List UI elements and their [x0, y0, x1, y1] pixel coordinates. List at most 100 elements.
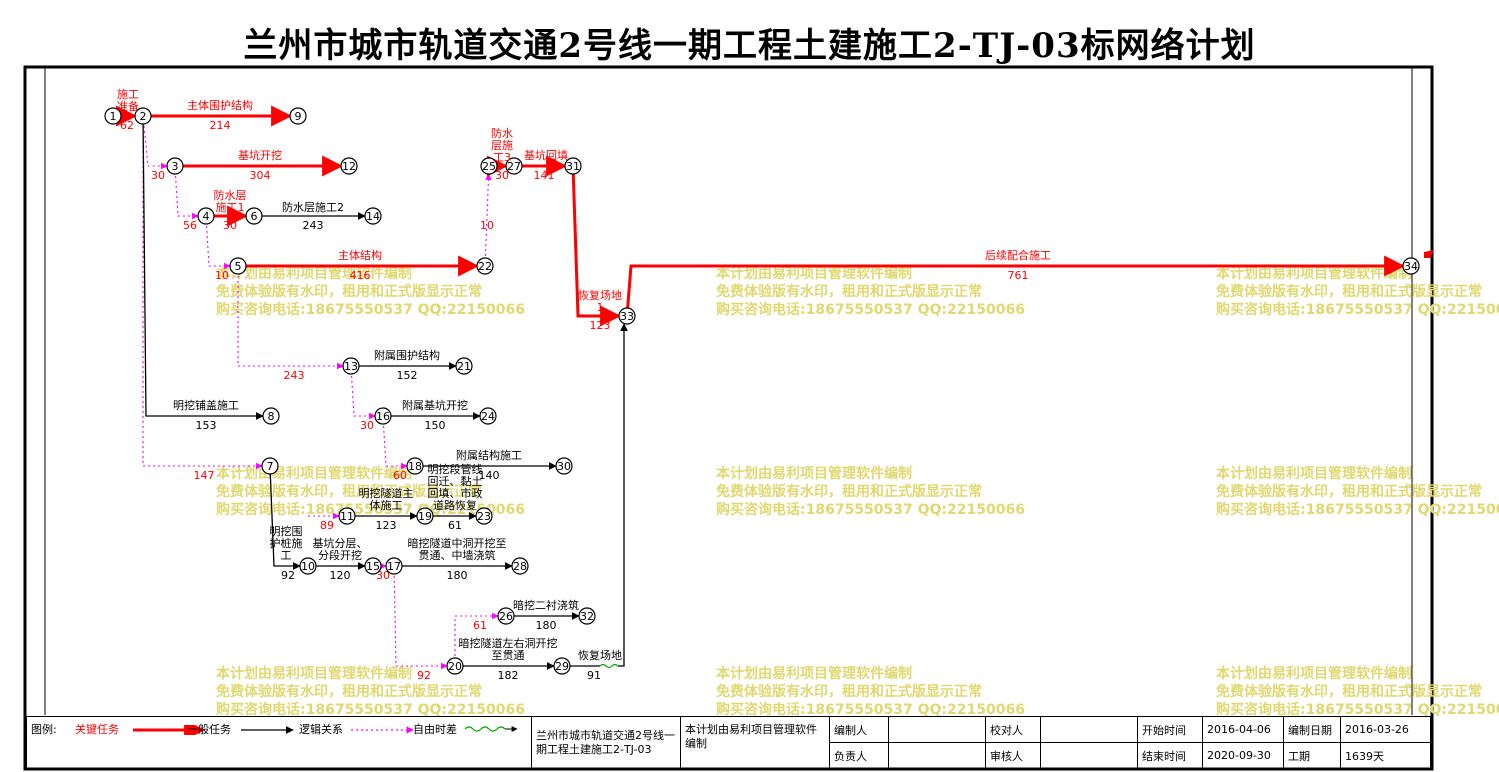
node-number: 14: [366, 210, 380, 223]
start-value: 2016-04-06: [1202, 716, 1284, 743]
watermark-text: 免费体验版有水印，租用和正式版显示正常: [1216, 483, 1482, 500]
node-12: 12: [340, 157, 358, 175]
outer-frame: [23, 65, 1434, 771]
task-duration: 150: [425, 419, 446, 432]
node-number: 13: [344, 360, 358, 373]
task-name: 附属结构施工: [456, 448, 522, 462]
task-duration: 761: [1008, 269, 1029, 282]
watermark-text: 本计划由易利项目管理软件编制: [716, 665, 912, 682]
task-duration: 243: [303, 219, 324, 232]
start-label: 开始时间: [1137, 716, 1203, 743]
lag-label: 56: [183, 219, 197, 232]
reviewer-value: [1040, 742, 1138, 769]
watermark-text: 免费体验版有水印，租用和正式版显示正常: [1216, 283, 1482, 300]
responsible-label: 负责人: [829, 742, 889, 769]
node-number: 19: [418, 510, 432, 523]
node-number: 10: [301, 560, 315, 573]
task-duration: 416: [350, 269, 371, 282]
node-22: 22: [476, 257, 494, 275]
legend-free-float-wave: [464, 726, 518, 732]
task-arrow: [142, 115, 264, 420]
legend-normal-arrow: [241, 726, 294, 734]
task-name: 基坑开挖: [238, 148, 282, 162]
logic-link: [393, 565, 448, 670]
lag-label: 243: [284, 369, 305, 382]
lag-label: 89: [320, 519, 334, 532]
node-number: 1: [110, 110, 117, 123]
node-6: 6: [245, 207, 263, 225]
watermark-text: 免费体验版有水印，租用和正式版显示正常: [1216, 683, 1482, 700]
task-name: 基坑回填: [524, 148, 568, 162]
node-number: 17: [387, 560, 401, 573]
free-float-wave: [599, 663, 619, 669]
node-7: 7: [261, 457, 279, 475]
node-3: 3: [166, 157, 184, 175]
watermark-layer: 本计划由易利项目管理软件编制免费体验版有水印，租用和正式版显示正常购买咨询电话:…: [216, 265, 1499, 718]
task-labels: 施工准备62主体围护结构214基坑开挖304防水层施工130防水层施工2243主…: [117, 88, 1051, 682]
watermark-text: 本计划由易利项目管理软件编制: [1216, 665, 1412, 682]
node-17: 17: [385, 557, 403, 575]
legend-logic-arrow: [351, 726, 414, 734]
task-duration: 153: [196, 419, 217, 432]
logic-link: [142, 116, 263, 470]
watermark-text: 本计划由易利项目管理软件编制: [716, 465, 912, 482]
watermark-text: 购买咨询电话:18675550537 QQ:22150066: [216, 301, 525, 318]
node-number: 31: [566, 160, 580, 173]
watermark-text: 购买咨询电话:18675550537 QQ:22150066: [716, 701, 1025, 718]
lag-label: 30: [151, 169, 165, 182]
task-duration: 62: [120, 119, 134, 132]
task-name: 施工准备: [117, 88, 139, 113]
legend-normal-label: 一般任务: [187, 723, 231, 736]
node-number: 2: [140, 110, 147, 123]
reviewer-label: 审核人: [985, 742, 1041, 769]
watermark-text: 购买咨询电话:18675550537 QQ:22150066: [216, 501, 525, 518]
legend-cell: 图例: 关键任务 一般任务 逻辑关系 自由时差: [26, 716, 532, 769]
node-10: 10: [299, 557, 317, 575]
logic-link: [205, 215, 231, 270]
task-duration: 30: [495, 169, 509, 182]
task-arrow: [571, 165, 622, 327]
task-name: 防水层施工1: [214, 188, 247, 214]
end-label: 结束时间: [1137, 742, 1203, 769]
task-name: 恢复场地: [578, 648, 622, 662]
watermark-text: 购买咨询电话:18675550537 QQ:22150066: [716, 301, 1025, 318]
watermark-text: 购买咨询电话:18675550537 QQ:22150066: [1216, 701, 1499, 718]
end-value: 2020-09-30: [1202, 742, 1284, 769]
legend-info-table: 图例: 关键任务 一般任务 逻辑关系 自由时差 兰州市城市轨道交通2号线一期工程…: [26, 716, 1431, 769]
watermark-text: 本计划由易利项目管理软件编制: [216, 665, 412, 682]
legend-free-float-label: 自由时差: [413, 723, 457, 736]
lag-label: 10: [215, 269, 229, 282]
watermark-text: 本计划由易利项目管理软件编制: [216, 465, 412, 482]
lag-label: 10: [480, 219, 494, 232]
node-32: 32: [578, 607, 596, 625]
watermark-text: 购买咨询电话:18675550537 QQ:22150066: [1216, 501, 1499, 518]
task-duration: 91: [587, 669, 601, 682]
task-arrow: [618, 323, 628, 667]
task-duration: 304: [250, 169, 271, 182]
node-number: 5: [235, 260, 242, 273]
node-number: 32: [580, 610, 594, 623]
checker-label: 校对人: [985, 716, 1041, 743]
node-number: 6: [251, 210, 258, 223]
task-name: 主体围护结构: [187, 98, 253, 112]
node-13: 13: [342, 357, 360, 375]
lag-label: 147: [194, 469, 215, 482]
task-name: 基坑分层、分段开挖: [313, 536, 368, 562]
task-name: 明挖段管线回迁、黏土回填、市政道路恢复: [428, 462, 483, 512]
watermark-text: 免费体验版有水印，租用和正式版显示正常: [216, 683, 482, 700]
node-4: 4: [197, 207, 215, 225]
legend-critical-label: 关键任务: [75, 723, 119, 736]
node-14: 14: [364, 207, 382, 225]
task-name: 明挖隧道主体施工: [359, 486, 414, 512]
legend-critical-arrow: [133, 725, 206, 735]
task-duration: 140: [479, 469, 500, 482]
logic-link: [350, 365, 376, 420]
node-number: 20: [448, 660, 462, 673]
node-number: 4: [203, 210, 210, 223]
watermark-text: 免费体验版有水印，租用和正式版显示正常: [216, 283, 482, 300]
task-name: 暗挖隧道左右洞开挖至贯通: [459, 636, 558, 662]
duration-value: 1639天: [1340, 742, 1431, 769]
node-number: 11: [340, 510, 354, 523]
